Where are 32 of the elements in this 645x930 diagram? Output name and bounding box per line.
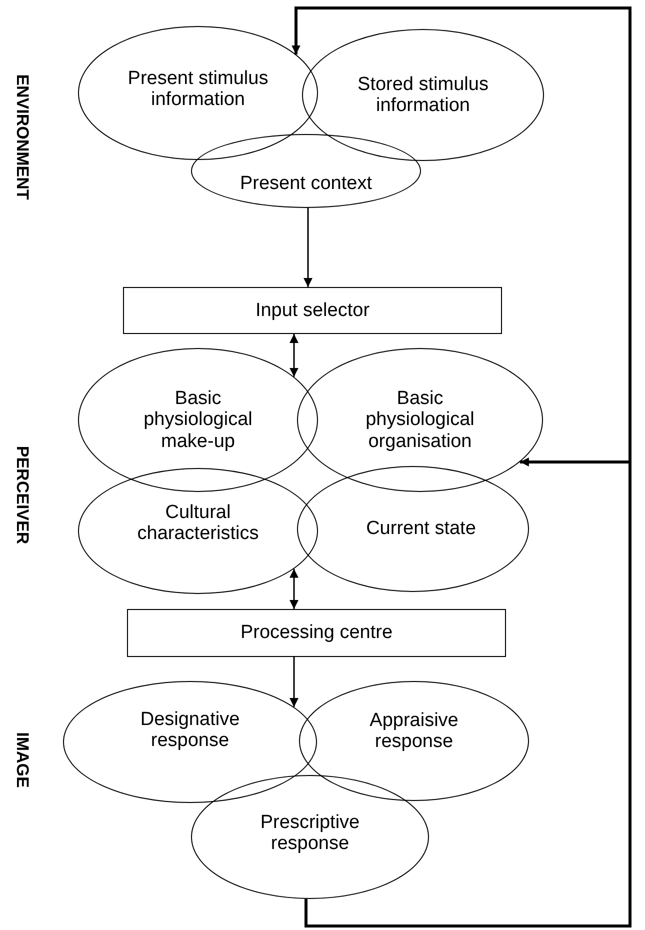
node-label: Processing centre xyxy=(240,622,393,644)
ellipse-node xyxy=(191,134,421,208)
ellipse-node xyxy=(191,775,429,899)
arrow xyxy=(290,657,298,707)
node-label: Basic physiological organisation xyxy=(364,388,476,452)
arrow xyxy=(304,208,312,287)
ellipse-node xyxy=(78,26,318,160)
node-label: Current state xyxy=(366,518,476,540)
node-label: Input selector xyxy=(255,300,370,322)
ellipse-node xyxy=(302,29,544,161)
ellipse-node xyxy=(78,468,318,594)
section-label: ENVIRONMENT xyxy=(12,74,32,200)
node-label: Appraisive response xyxy=(368,710,460,752)
ellipse-node xyxy=(297,466,529,592)
arrow xyxy=(304,458,632,928)
node-label: Cultural characteristics xyxy=(136,502,260,544)
ellipse-node xyxy=(297,348,543,492)
node-label: Designative response xyxy=(139,708,241,752)
process-box xyxy=(127,609,506,657)
ellipse-node xyxy=(63,681,317,803)
ellipse-node xyxy=(78,348,318,492)
node-label: Present context xyxy=(240,173,372,195)
process-box xyxy=(123,287,502,334)
node-label: Basic physiological make-up xyxy=(142,388,254,452)
section-label: IMAGE xyxy=(12,732,32,788)
node-label: Prescriptive response xyxy=(259,812,361,854)
arrow xyxy=(290,334,298,377)
arrow xyxy=(290,568,298,609)
ellipse-node xyxy=(299,681,529,801)
node-label: Stored stimulus information xyxy=(356,74,490,116)
node-label: Present stimulus information xyxy=(126,68,270,110)
section-label: PERCEIVER xyxy=(12,446,32,544)
